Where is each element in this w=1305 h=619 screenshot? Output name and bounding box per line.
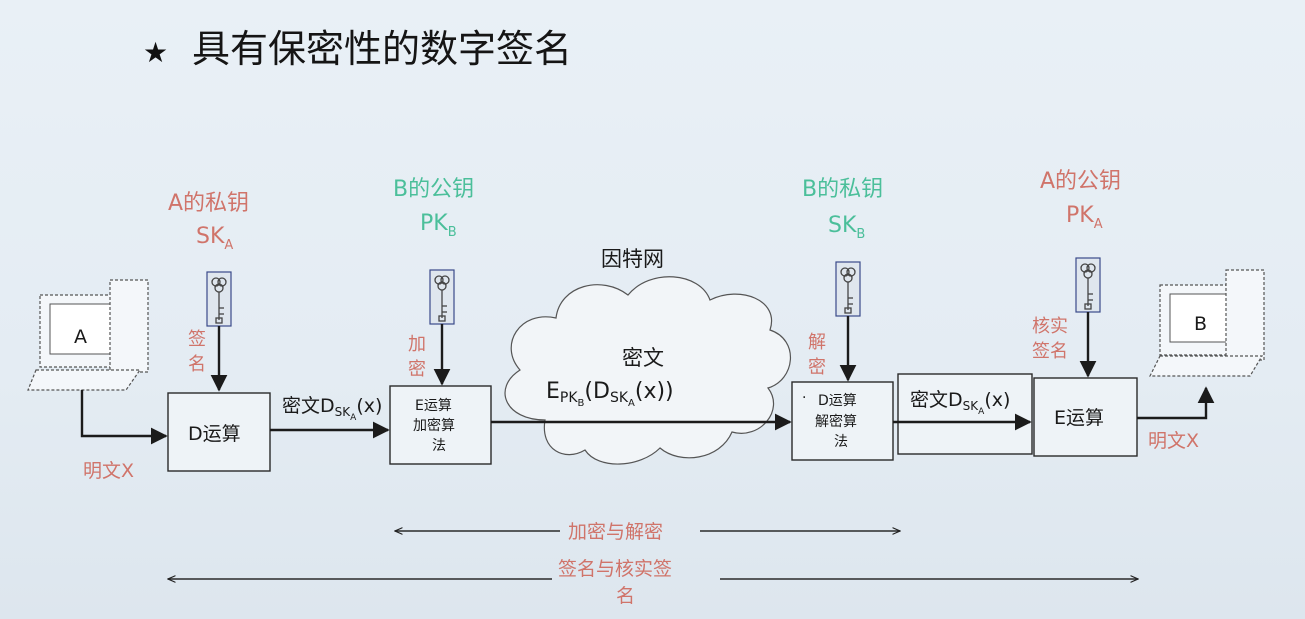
key-a-public: A的公钥 PKA	[1040, 169, 1121, 313]
decrypt-box-line-1: D运算	[818, 393, 857, 409]
arrow-plaintext-out	[1137, 386, 1215, 420]
key-a-public-symbol: PKA	[1066, 203, 1103, 232]
key-b-public: B的公钥 PKB	[393, 177, 474, 325]
internet-cloud	[504, 276, 792, 465]
key-a-public-owner: A的公钥	[1040, 169, 1121, 194]
cipher-label-2: 密文DSKA(x)	[910, 389, 1010, 417]
verify-label-1: 核实	[1032, 316, 1068, 337]
d-op-label: D运算	[188, 423, 241, 445]
key-b-public-symbol: PKB	[420, 211, 457, 240]
d-op-box: D运算	[167, 392, 271, 472]
decrypt-box-line-3: 法	[834, 434, 848, 450]
span-sigver-label-2: 名	[616, 585, 635, 607]
decrypt-box-dot: ·	[802, 390, 806, 406]
encrypt-label-2: 密	[408, 359, 426, 380]
plaintext-out-label: 明文X	[1148, 430, 1199, 452]
encrypt-box-line-2: 加密算	[413, 417, 455, 434]
sign-label-1: 签	[188, 329, 206, 350]
span-sigver-label-1: 签名与核实签	[558, 558, 672, 580]
key-b-private-icon	[835, 261, 861, 317]
key-b-private: B的私钥 SKB	[802, 177, 883, 317]
cipher-mid-box	[897, 373, 1033, 455]
encrypt-box: E运算 加密算 法	[389, 385, 492, 465]
key-a-private-symbol: SKA	[196, 224, 233, 253]
key-b-private-symbol: SKB	[828, 213, 865, 242]
decrypt-label-2: 密	[808, 357, 826, 378]
computer-b-label: B	[1194, 313, 1207, 335]
key-a-private-icon	[206, 271, 232, 327]
cipher-label-1: 密文DSKA(x)	[282, 395, 382, 423]
verify-label-2: 签名	[1032, 341, 1068, 362]
encrypt-box-line-3: 法	[432, 438, 446, 454]
computer-b-icon: B	[1149, 269, 1265, 377]
title-star-icon: ★	[143, 36, 168, 69]
encrypt-box-line-1: E运算	[415, 398, 452, 414]
decrypt-box: · D运算 解密算 法	[791, 381, 894, 461]
sign-label-2: 名	[188, 354, 206, 375]
computer-a-icon: A	[27, 279, 149, 391]
decrypt-label-1: 解	[808, 332, 826, 353]
e-op-box: E运算	[1033, 377, 1138, 457]
computer-a-label: A	[74, 326, 87, 348]
cloud-cipher-formula: EPKB(DSKA(x))	[546, 379, 674, 409]
key-b-private-owner: B的私钥	[802, 177, 883, 202]
arrow-plaintext-in	[80, 390, 168, 445]
key-a-private-owner: A的私钥	[168, 191, 249, 216]
plaintext-in-label: 明文X	[83, 460, 134, 482]
key-b-public-owner: B的公钥	[393, 177, 474, 202]
key-b-public-icon	[429, 269, 455, 325]
encrypt-label-1: 加	[408, 334, 426, 355]
page-title: 具有保密性的数字签名	[192, 27, 572, 71]
decrypt-box-line-2: 解密算	[815, 413, 857, 430]
key-a-private: A的私钥 SKA	[168, 191, 249, 327]
key-a-public-icon	[1075, 257, 1101, 313]
cloud-cipher-label: 密文	[622, 346, 664, 370]
span-encdec-label: 加密与解密	[568, 521, 663, 543]
e-op-label: E运算	[1054, 407, 1104, 429]
internet-label: 因特网	[601, 247, 664, 271]
